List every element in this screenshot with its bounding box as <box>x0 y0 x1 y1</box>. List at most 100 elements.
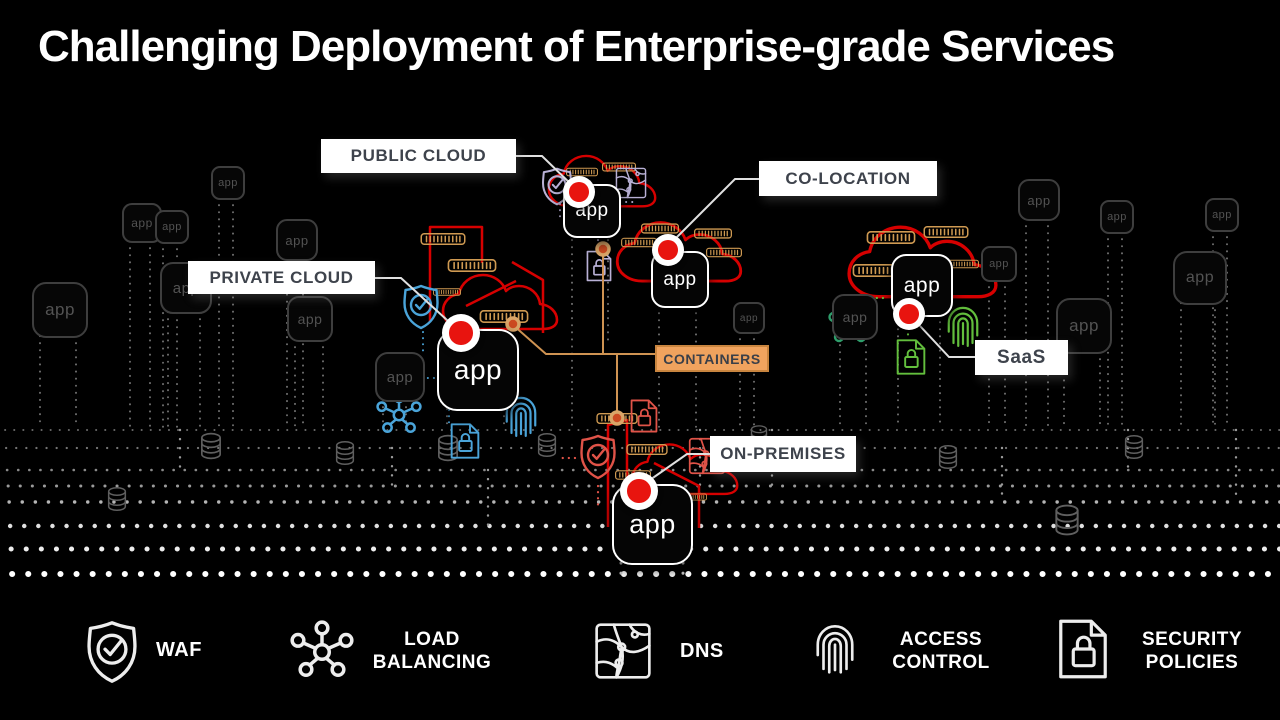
database-icon <box>200 432 222 460</box>
app-box-label: app <box>1212 209 1232 221</box>
background-app-box: app <box>287 296 333 342</box>
app-box-label: app <box>739 312 759 324</box>
red-endpoint-dot <box>652 234 684 266</box>
app-box-label: app <box>629 509 676 539</box>
app-box-label: app <box>663 268 697 290</box>
page-title: Challenging Deployment of Enterprise-gra… <box>38 22 1115 71</box>
legend-load-balancing-label: LOAD BALANCING <box>372 629 492 673</box>
background-app-box: app <box>32 282 88 338</box>
app-box-label: app <box>1185 269 1215 286</box>
app-box-label: app <box>386 368 414 386</box>
on-premises-app-box: app <box>612 472 693 565</box>
red-endpoint-dot <box>442 314 480 352</box>
red-endpoint-dot <box>620 472 658 510</box>
security-policy-icon <box>586 250 612 282</box>
document-lock-icon <box>1061 621 1105 677</box>
label-text: SaaS <box>997 346 1046 368</box>
callout-leader-lines <box>375 155 975 490</box>
label-text: ON-PREMISES <box>720 444 846 463</box>
legend-dns-icon <box>594 622 652 680</box>
database-icon <box>335 440 355 466</box>
security-policy-icon <box>896 339 926 375</box>
red-endpoint-dot <box>563 176 595 208</box>
background-app-box: app <box>1205 198 1239 232</box>
label-text: PRIVATE CLOUD <box>209 267 354 287</box>
background-app-box: app <box>375 352 425 402</box>
label-text: CONTAINERS <box>663 350 761 367</box>
fingerprint-icon <box>818 626 853 672</box>
private-cloud-label: PRIVATE CLOUD <box>188 261 375 294</box>
app-box-label: app <box>1107 211 1127 223</box>
orange-dot <box>609 410 625 426</box>
legend-waf-label: WAF <box>156 639 202 661</box>
background-app-box: app <box>981 246 1017 282</box>
container-stack-icon <box>479 310 529 323</box>
app-box-label: app <box>1069 316 1099 335</box>
red-endpoint-dot <box>893 298 925 330</box>
label-text: PUBLIC CLOUD <box>350 146 487 165</box>
background-app-box: app <box>832 294 878 340</box>
container-stack-icon <box>447 259 497 272</box>
database-icon <box>537 432 557 458</box>
legend-dns-label: DNS <box>680 640 724 662</box>
legend-access-control-label: ACCESS CONTROL <box>892 629 990 673</box>
database-icon <box>437 434 459 462</box>
app-trace-lines <box>39 197 1228 429</box>
public-cloud-label: PUBLIC CLOUD <box>321 139 516 173</box>
app-box-label: app <box>903 273 941 297</box>
legend-load-balancing-icon <box>290 620 354 684</box>
co-location-app-box: app <box>651 234 709 308</box>
background-app-box: app <box>1018 179 1060 221</box>
background-app-box: app <box>1100 200 1134 234</box>
app-box-label: app <box>45 300 75 319</box>
background-app-box: app <box>733 302 765 334</box>
app-box-label: app <box>131 216 153 230</box>
app-box-label: app <box>162 221 182 233</box>
app-box-label: app <box>1027 192 1051 208</box>
dns-map-icon <box>615 167 647 199</box>
containers-label: CONTAINERS <box>655 345 769 372</box>
public-cloud-app-box: app <box>563 176 621 238</box>
database-icon <box>107 486 127 512</box>
database-icon <box>1055 504 1079 536</box>
on-prem-trace-lines <box>619 561 685 576</box>
shield-check-icon <box>89 623 135 681</box>
app-box-label: app <box>285 232 309 248</box>
legend-access-control-icon <box>812 618 858 676</box>
legend-security-policies-icon <box>1058 618 1108 680</box>
app-box-label: app <box>842 309 868 325</box>
background-app-box: app <box>1173 251 1227 305</box>
saas-app-box: app <box>891 254 953 330</box>
app-box-label: app <box>989 258 1009 270</box>
public-dotted <box>559 201 637 247</box>
on-prem-service-icons <box>580 399 726 480</box>
label-text: CO-LOCATION <box>785 168 911 188</box>
database-icon <box>938 444 958 470</box>
container-stack-icon <box>923 226 969 238</box>
security-policy-icon <box>630 399 658 433</box>
fingerprint-icon <box>947 306 979 348</box>
app-box-label: app <box>218 177 238 189</box>
orange-dot <box>505 316 521 332</box>
app-box-label: app <box>453 354 503 385</box>
legend-security-policies-label: SECURITY POLICIES <box>1141 629 1243 673</box>
background-app-box: app <box>211 166 245 200</box>
legend-waf-icon <box>84 620 140 684</box>
dns-map-icon <box>597 625 650 678</box>
background-app-box: app <box>276 219 318 261</box>
background-app-box: app <box>155 210 189 244</box>
red-dotted-stubs <box>560 456 600 510</box>
containers-callout-lines <box>512 251 655 417</box>
containers-connection-dots <box>505 241 625 426</box>
saas-label: SaaS <box>975 340 1068 375</box>
load-balancer-hub-icon <box>292 622 352 675</box>
orange-dot <box>595 241 611 257</box>
app-box-label: app <box>297 311 323 327</box>
on-premises-label: ON-PREMISES <box>710 436 856 472</box>
dotted-bus-lines <box>0 429 1280 577</box>
co-location-label: CO-LOCATION <box>759 161 937 196</box>
private-cloud-app-box: app <box>437 314 519 411</box>
waf-shield-icon <box>580 434 616 480</box>
